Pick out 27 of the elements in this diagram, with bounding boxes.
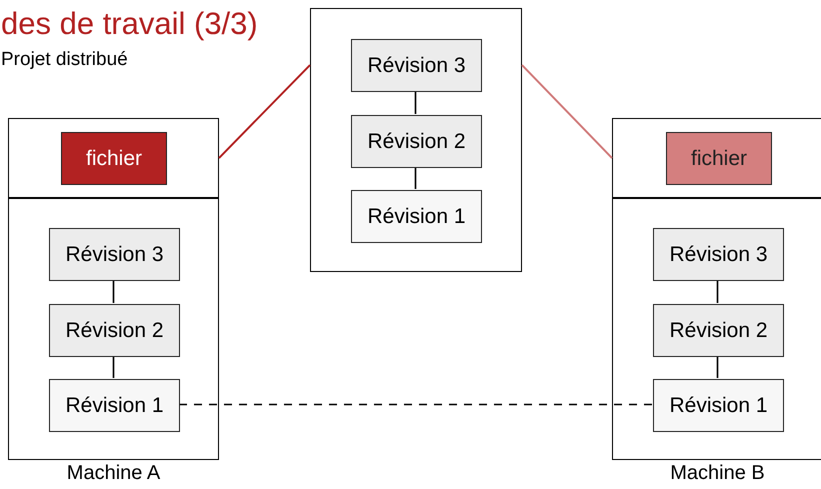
revision-box: Révision 1 <box>351 190 482 243</box>
machine-label: Machine A <box>66 462 162 485</box>
connector-line <box>112 356 114 378</box>
connector-line <box>716 356 718 378</box>
machine-label: Machine B <box>669 462 766 485</box>
revision-box: Révision 3 <box>351 39 482 92</box>
connector-line <box>414 167 416 189</box>
revision-box: Révision 2 <box>49 304 180 357</box>
container-box <box>310 8 522 272</box>
file-box: fichier <box>666 132 772 185</box>
revision-box: Révision 2 <box>653 304 784 357</box>
connector-line <box>716 280 718 303</box>
connector-line <box>218 64 311 159</box>
dashed-connector <box>179 404 652 406</box>
revision-box: Révision 1 <box>653 379 784 432</box>
revision-box: Révision 1 <box>49 379 180 432</box>
container-box <box>8 118 219 460</box>
connector-line <box>112 280 114 303</box>
subtitle: Projet distribué <box>1 49 128 71</box>
connector-line <box>521 64 613 159</box>
container-box <box>612 118 821 460</box>
connector-line <box>414 91 416 114</box>
slide-title: des de travail (3/3) <box>1 6 258 42</box>
revision-box: Révision 3 <box>49 228 180 281</box>
revision-box: Révision 3 <box>653 228 784 281</box>
revision-box: Révision 2 <box>351 115 482 168</box>
file-box: fichier <box>61 132 167 185</box>
